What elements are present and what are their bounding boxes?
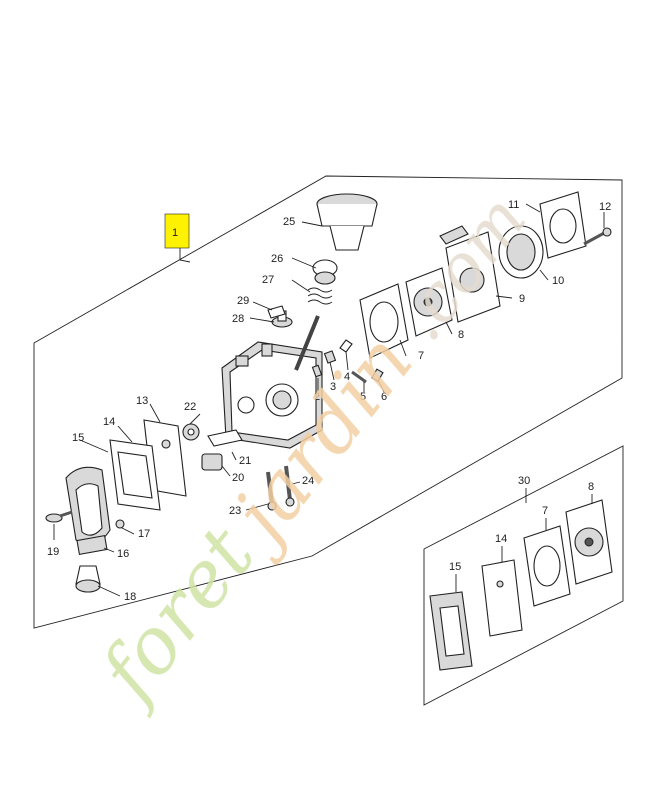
callout-23: 23 bbox=[229, 505, 241, 517]
kit-frame bbox=[423, 445, 624, 706]
part-21 bbox=[207, 429, 243, 447]
callout-13: 13 bbox=[136, 395, 148, 407]
callout-22: 22 bbox=[184, 401, 196, 413]
callout-17: 17 bbox=[138, 528, 150, 540]
part-14-gasket bbox=[109, 439, 161, 511]
part-12-screw bbox=[583, 227, 612, 246]
kit-callout-15: 15 bbox=[449, 561, 461, 573]
callout-8: 8 bbox=[458, 329, 464, 341]
callout-21: 21 bbox=[239, 455, 251, 467]
callout-28: 28 bbox=[232, 313, 244, 325]
part-11-plate bbox=[539, 191, 587, 259]
callout-16: 16 bbox=[117, 548, 129, 560]
kit-label: 30 bbox=[518, 475, 530, 487]
part-19-screw bbox=[45, 510, 73, 523]
callout-29: 29 bbox=[237, 295, 249, 307]
part-24-needle bbox=[284, 465, 295, 507]
parts-2-6 bbox=[311, 339, 384, 384]
callout-6: 6 bbox=[381, 391, 387, 403]
callout-18: 18 bbox=[124, 591, 136, 603]
callout-10: 10 bbox=[552, 275, 564, 287]
assembly-highlight bbox=[164, 213, 190, 249]
part-9-pump-cover bbox=[439, 225, 501, 323]
kit-callout-8: 8 bbox=[588, 481, 594, 493]
part-23-needle bbox=[266, 471, 277, 511]
callout-3: 3 bbox=[330, 381, 336, 393]
callout-19: 19 bbox=[47, 546, 59, 558]
callout-5: 5 bbox=[360, 391, 366, 403]
callout-26: 26 bbox=[271, 253, 283, 265]
assembly-label: 1 bbox=[172, 227, 178, 239]
main-frame-leader bbox=[179, 248, 191, 263]
callout-15: 15 bbox=[72, 432, 84, 444]
kit-part-15 bbox=[429, 591, 473, 671]
part-29 bbox=[267, 305, 286, 319]
kit-part-7 bbox=[523, 525, 571, 607]
part-20 bbox=[201, 453, 223, 471]
callout-9: 9 bbox=[519, 293, 525, 305]
part-26 bbox=[312, 259, 338, 285]
leader-lines bbox=[53, 203, 605, 597]
kit-part-8 bbox=[565, 499, 613, 585]
part-16 bbox=[76, 535, 108, 555]
part-27 bbox=[307, 287, 333, 305]
part-8-diaphragm bbox=[405, 267, 453, 337]
callout-7: 7 bbox=[418, 350, 424, 362]
callout-25: 25 bbox=[283, 216, 295, 228]
kit-callout-7: 7 bbox=[542, 505, 548, 517]
kit-callout-14: 14 bbox=[495, 533, 507, 545]
callout-4: 4 bbox=[344, 371, 350, 383]
callout-20: 20 bbox=[232, 472, 244, 484]
part-18-primer bbox=[75, 565, 101, 593]
callout-2: 2 bbox=[314, 391, 320, 403]
callout-12: 12 bbox=[599, 201, 611, 213]
part-7-gasket bbox=[359, 283, 409, 359]
part-17-pin bbox=[115, 519, 125, 529]
kit-part-14 bbox=[481, 559, 523, 637]
part-22 bbox=[182, 423, 200, 441]
callout-11: 11 bbox=[508, 199, 519, 211]
svg-text:foret: foret bbox=[81, 511, 273, 721]
carburetor-body bbox=[221, 315, 323, 449]
callout-14: 14 bbox=[103, 416, 115, 428]
callout-27: 27 bbox=[262, 274, 274, 286]
main-assembly-frame bbox=[33, 175, 623, 629]
part-25 bbox=[316, 193, 378, 251]
callout-24: 24 bbox=[302, 475, 314, 487]
part-15-cover bbox=[65, 466, 111, 545]
part-10-filter bbox=[498, 225, 544, 279]
